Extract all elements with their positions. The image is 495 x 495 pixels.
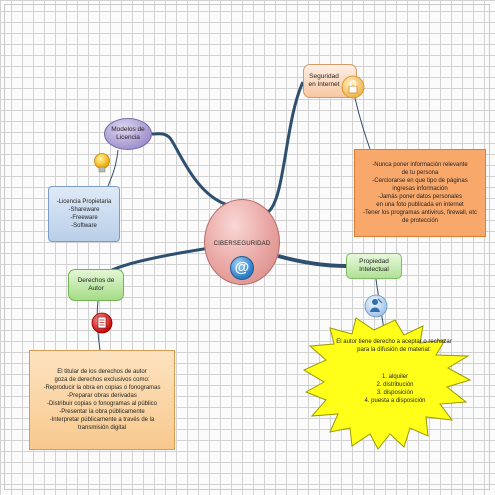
link-seguridad-list — [354, 97, 371, 150]
seguridad-list-box: -Nunca poner información relevante de tu… — [354, 149, 486, 237]
node-seguridad-label: Seguridad en Internet — [308, 73, 340, 88]
licencias-item: -Software — [71, 223, 97, 229]
at-sign-icon: @ — [230, 256, 254, 280]
derechos-item: -Reproducir la obra en copias o fonogram… — [43, 385, 161, 391]
licencias-item: -Licencia Propietaria — [56, 199, 112, 205]
node-modelos-licencia[interactable]: Modelos de Licencia — [104, 118, 152, 150]
starburst-shape — [302, 317, 472, 450]
propiedad-item: 2. distribución — [376, 382, 414, 388]
propiedad-intro-text: El autor tiene derecho a aceptar o recha… — [336, 339, 452, 353]
seguridad-item: de protección — [401, 218, 439, 224]
derechos-item: -Preparar obras derivadas — [67, 393, 137, 399]
derechos-item: goza de derechos exclusivos como: — [54, 377, 150, 383]
derechos-item: -Interpretar públicamente a través de la — [49, 417, 155, 423]
seguridad-item: ingresas información — [392, 186, 448, 192]
seguridad-item: -Jamás poner datos personales — [377, 194, 463, 200]
link-modelos-licencias — [107, 149, 119, 187]
canvas-frame — [4, 4, 490, 490]
link-central-derechos — [111, 246, 211, 272]
derechos-item: -Presentar la obra públicamente — [59, 409, 145, 415]
propiedad-item: 1. alquiler — [381, 374, 408, 380]
document-icon — [91, 312, 113, 334]
person-icon — [364, 294, 388, 318]
node-propiedad-intelectual[interactable]: Propiedad Intelectual — [346, 253, 402, 279]
node-derechos-label: Derechos de Autor — [77, 277, 115, 292]
derechos-item: transmisión digital — [77, 425, 127, 431]
seguridad-item: -Cerciorarse en que tipo de páginas — [372, 178, 468, 184]
seguridad-item: -Tener los programas antivirus, firewall… — [362, 210, 478, 216]
propiedad-list: 1. alquiler 2. distribución 3. disposici… — [350, 373, 440, 405]
lock-icon — [341, 75, 365, 99]
derechos-item: El titular de los derechos de autor — [57, 369, 147, 375]
seguridad-item: -Nunca poner información relevante — [372, 162, 468, 168]
propiedad-item: 4. puesta a disposición — [364, 398, 426, 404]
derechos-item: -Distribuir copias o fonogramas al públi… — [46, 401, 158, 407]
bulb-icon — [94, 153, 110, 173]
link-central-seguridad — [266, 81, 305, 214]
derechos-list-box: El titular de los derechos de autor goza… — [29, 350, 175, 450]
licencias-item: -Shareware — [68, 207, 100, 213]
propiedad-item: 3. disposición — [376, 390, 414, 396]
link-central-modelos — [151, 132, 229, 207]
seguridad-item: en una foto publicada en internet — [376, 202, 464, 208]
seguridad-item: de tu persona — [401, 170, 439, 176]
central-title: CIBERSEGURIDAD — [213, 241, 271, 247]
central-node[interactable]: CIBERSEGURIDAD @ — [204, 199, 280, 285]
licencias-list-box: -Licencia Propietaria -Shareware -Freewa… — [48, 186, 120, 242]
licencias-item: -Freeware — [70, 215, 98, 221]
link-central-propiedad — [277, 254, 347, 268]
node-propiedad-label: Propiedad Intelectual — [359, 258, 389, 273]
node-derechos-autor[interactable]: Derechos de Autor — [68, 269, 124, 301]
node-modelos-label: Modelos de Licencia — [111, 126, 145, 141]
